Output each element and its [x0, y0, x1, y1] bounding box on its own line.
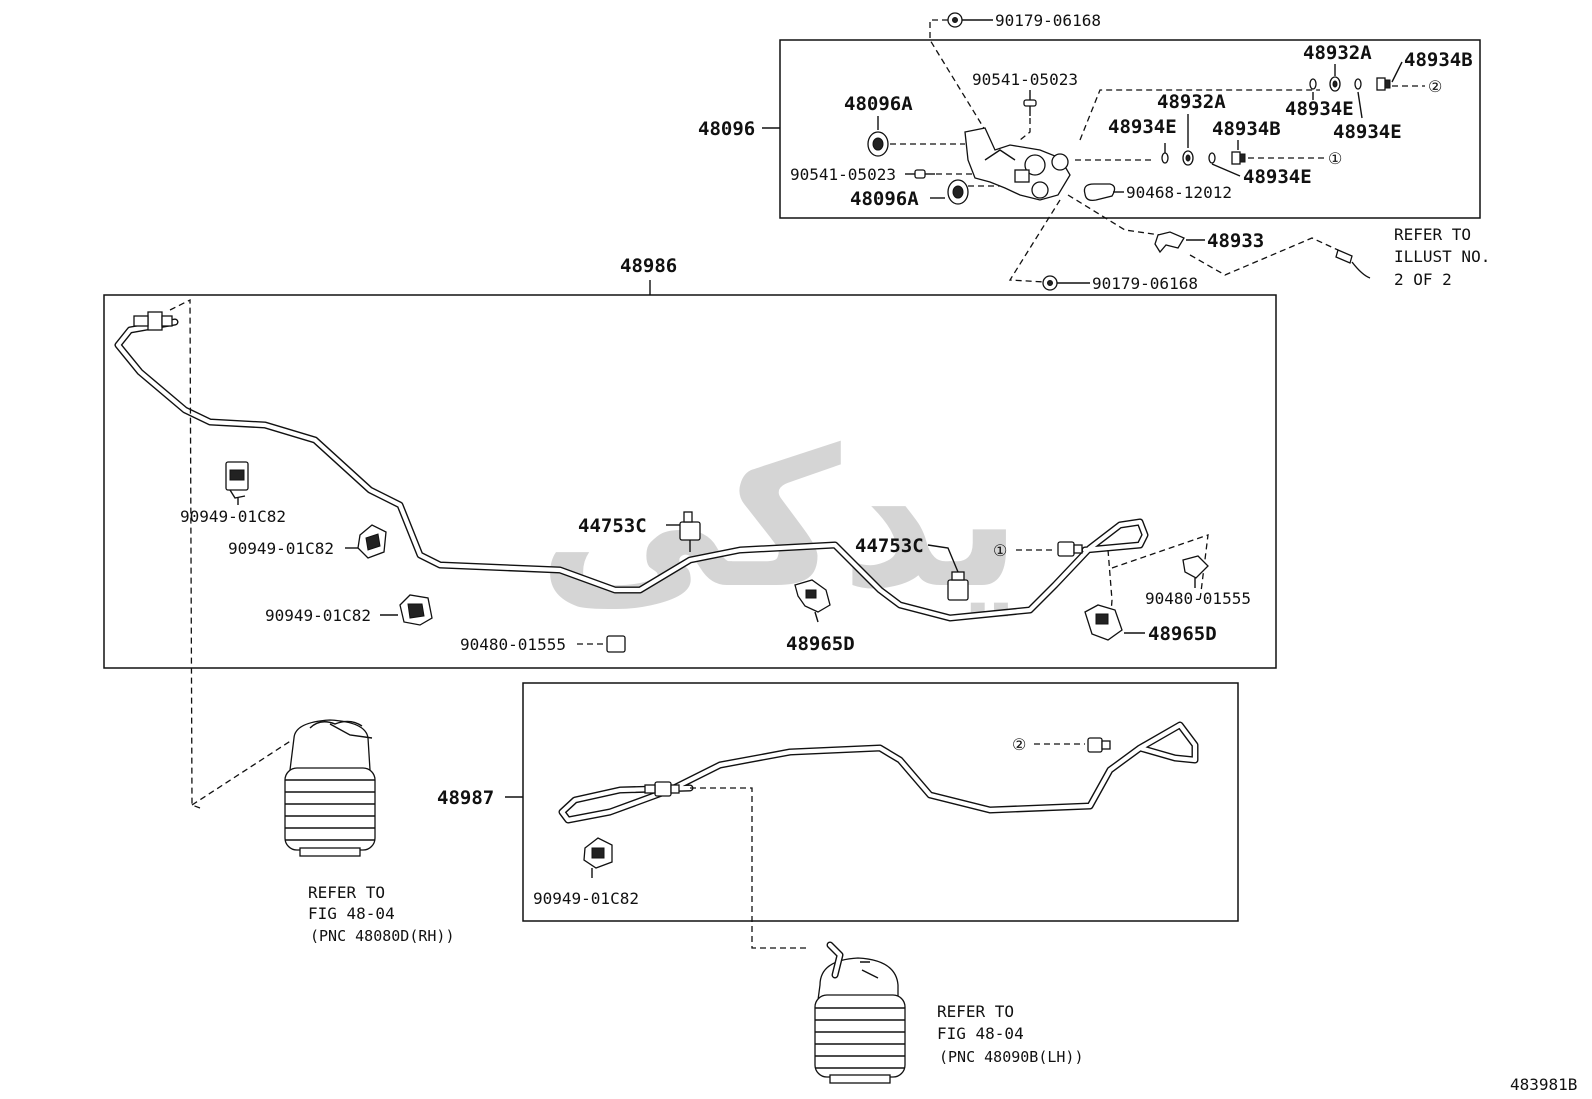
pipe-48986[interactable] — [114, 318, 1149, 622]
fitting-icon[interactable] — [644, 781, 680, 797]
callout-cap-1[interactable]: 90480-01555 — [460, 635, 566, 654]
grommet-icon[interactable] — [947, 179, 969, 205]
marker-2-bottom: ② — [1012, 735, 1026, 754]
callout-48096[interactable]: 48096 — [698, 118, 755, 140]
callout-bracket-2[interactable]: 48965D — [1148, 623, 1217, 645]
marker-1-top: ① — [1328, 149, 1342, 168]
refer-lh-3: (PNC 48090B(LH)) — [939, 1048, 1084, 1066]
air-spring-rh-icon[interactable] — [284, 719, 376, 857]
refer-illust-3: 2 OF 2 — [1394, 270, 1452, 289]
callout-48933[interactable]: 48933 — [1207, 230, 1264, 252]
screw-icon[interactable] — [1023, 99, 1037, 116]
callout-clamp-4[interactable]: 90949-01C82 — [533, 889, 639, 908]
diagram-id: 483981B — [1510, 1075, 1577, 1094]
callout-48096a-bottom[interactable]: 48096A — [850, 188, 919, 210]
marker-2-top: ② — [1428, 77, 1442, 96]
callout-clamp-1[interactable]: 90949-01C82 — [180, 507, 286, 526]
union-icon[interactable] — [1376, 77, 1391, 91]
box-48987 — [522, 682, 1239, 922]
air-spring-lh-icon[interactable] — [814, 941, 906, 1084]
marker-1-mid: ① — [993, 541, 1007, 560]
cap-icon[interactable] — [1182, 555, 1209, 579]
callout-48932a-top[interactable]: 48932A — [1303, 42, 1372, 64]
callout-sensor-1[interactable]: 44753C — [578, 515, 647, 537]
callout-90468[interactable]: 90468-12012 — [1126, 183, 1232, 202]
valve-assembly-icon[interactable] — [964, 127, 1071, 201]
callout-clamp-3[interactable]: 90949-01C82 — [265, 606, 371, 625]
callout-48934e-4[interactable]: 48934E — [1243, 166, 1312, 188]
callout-90179-top[interactable]: 90179-06168 — [995, 11, 1101, 30]
refer-lh-1: REFER TO — [937, 1002, 1014, 1021]
callout-48096a-top[interactable]: 48096A — [844, 93, 913, 115]
refer-rh-1: REFER TO — [308, 883, 385, 902]
ring-icon[interactable] — [1182, 150, 1194, 166]
refer-illust-2: ILLUST NO. — [1394, 247, 1490, 266]
callout-90541-top[interactable]: 90541-05023 — [972, 70, 1078, 89]
callout-48934e-3[interactable]: 48934E — [1108, 116, 1177, 138]
bolt-icon[interactable] — [947, 12, 963, 28]
callout-sensor-2[interactable]: 44753C — [855, 535, 924, 557]
cap-icon[interactable] — [606, 635, 626, 653]
union-icon[interactable] — [1231, 151, 1246, 165]
pipe-48987[interactable] — [558, 721, 1199, 824]
callout-clamp-2[interactable]: 90949-01C82 — [228, 539, 334, 558]
callout-bracket-1[interactable]: 48965D — [786, 633, 855, 655]
clamp-icon[interactable] — [583, 837, 613, 869]
refer-illust-1: REFER TO — [1394, 225, 1471, 244]
oring-icon[interactable] — [1208, 152, 1216, 164]
refer-rh-2: FIG 48-04 — [308, 904, 395, 923]
callout-cap-2[interactable]: 90480-01555 — [1145, 589, 1251, 608]
fitting-icon[interactable] — [1057, 541, 1083, 557]
sensor-icon[interactable] — [679, 511, 701, 552]
oring-icon[interactable] — [1354, 78, 1362, 90]
callout-48934b-mid[interactable]: 48934B — [1212, 118, 1281, 140]
sensor-icon[interactable] — [947, 571, 969, 601]
callout-90179-bottom[interactable]: 90179-06168 — [1092, 274, 1198, 293]
clamp-icon[interactable] — [225, 461, 249, 499]
screw-icon[interactable] — [914, 169, 935, 179]
callout-48934b-top[interactable]: 48934B — [1404, 49, 1473, 71]
clamp-icon[interactable] — [399, 594, 433, 626]
refer-rh-3: (PNC 48080D(RH)) — [310, 927, 455, 945]
callout-48932a-mid[interactable]: 48932A — [1157, 91, 1226, 113]
clip-icon[interactable] — [1154, 231, 1185, 254]
clamp-icon[interactable] — [357, 524, 387, 559]
refer-lh-2: FIG 48-04 — [937, 1024, 1024, 1043]
box-48096 — [779, 39, 1481, 219]
connector-icon[interactable] — [1335, 249, 1371, 279]
bracket-icon[interactable] — [1084, 604, 1123, 641]
oring-icon[interactable] — [1161, 152, 1169, 164]
callout-48934e-1[interactable]: 48934E — [1285, 98, 1354, 120]
callout-48934e-2[interactable]: 48934E — [1333, 121, 1402, 143]
bracket-icon[interactable] — [794, 579, 831, 623]
oring-icon[interactable] — [1309, 78, 1317, 90]
bolt-icon[interactable] — [1042, 275, 1058, 291]
callout-90541-left[interactable]: 90541-05023 — [790, 165, 896, 184]
box-48986 — [103, 294, 1277, 669]
hose-icon[interactable] — [1083, 183, 1116, 202]
callout-48987[interactable]: 48987 — [437, 787, 494, 809]
fitting-icon[interactable] — [133, 311, 173, 331]
fitting-icon[interactable] — [1087, 737, 1111, 753]
grommet-icon[interactable] — [867, 131, 889, 157]
callout-48986[interactable]: 48986 — [620, 255, 677, 277]
ring-icon[interactable] — [1329, 76, 1341, 92]
